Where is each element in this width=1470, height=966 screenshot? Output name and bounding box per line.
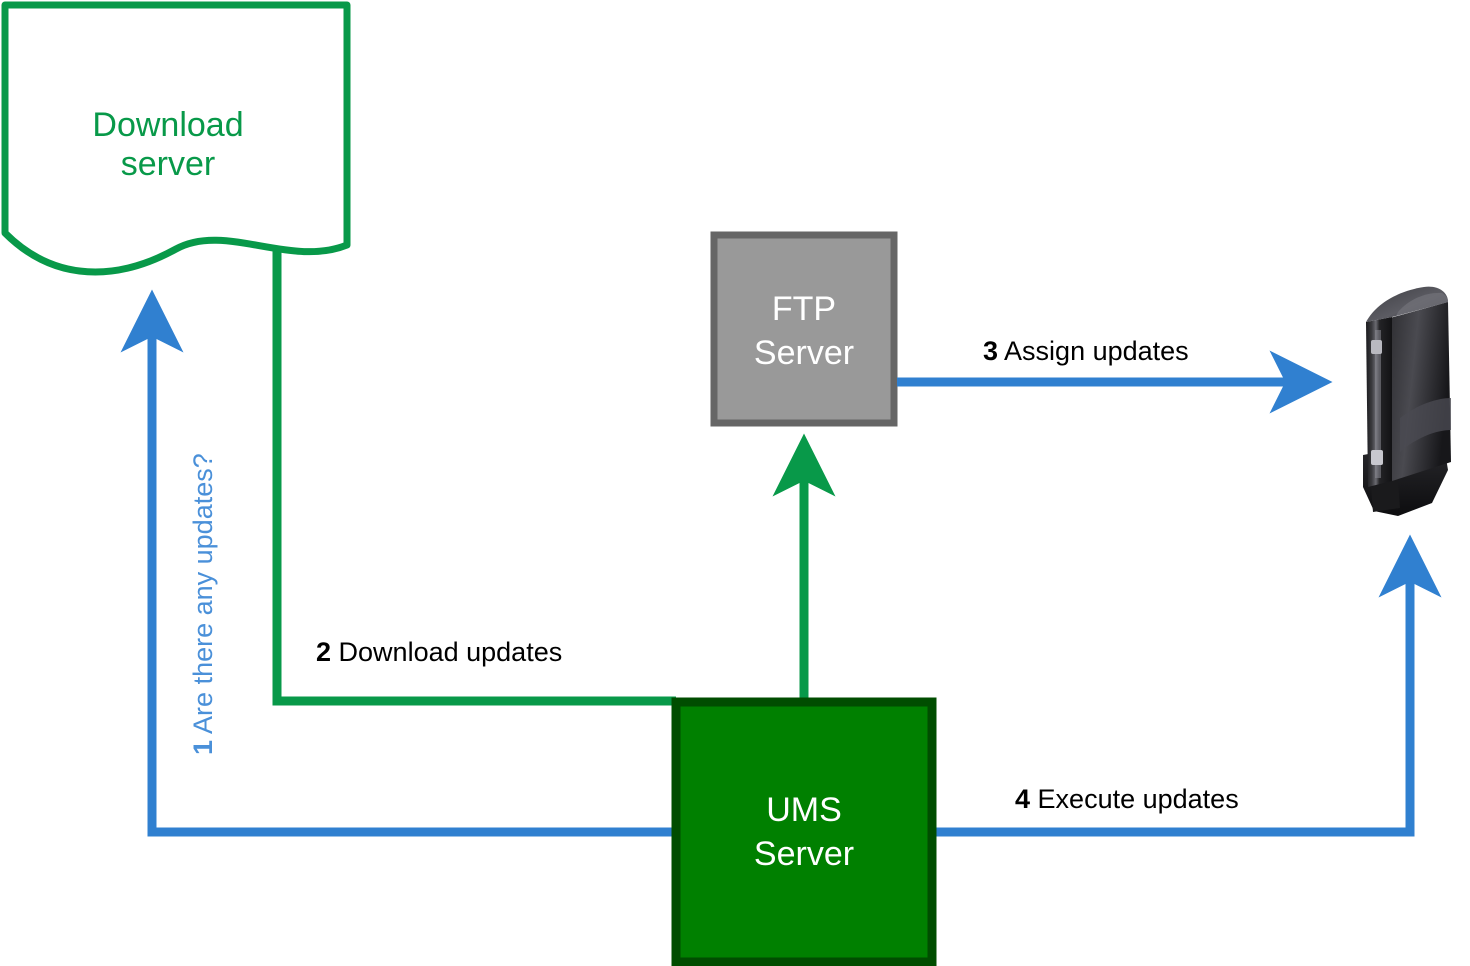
- edge-4-line: [935, 534, 1442, 837]
- node-download-server[interactable]: Download server: [1, 1, 351, 276]
- ums-server-box: [671, 697, 937, 966]
- edge-1-line: [120, 289, 672, 837]
- edge-2-label: 2 Download updates: [316, 637, 562, 667]
- download-server-shape: [1, 1, 351, 276]
- edge-3-number: 3: [983, 336, 998, 366]
- thin-client-icon: [1363, 286, 1451, 516]
- edge-1-text: Are there any updates?: [188, 453, 218, 734]
- ftp-server-label-line2: Server: [754, 334, 854, 372]
- download-server-label-line1: Download: [92, 106, 243, 144]
- download-server-label-line2: server: [121, 145, 215, 183]
- edge-2-number: 2: [316, 637, 331, 667]
- edge-2-download-updates: 2 Download updates: [272, 250, 676, 706]
- ums-server-label-line2: Server: [754, 835, 854, 873]
- edge-1-label: 1 Are there any updates?: [188, 453, 218, 755]
- edge-2-text: Download updates: [339, 637, 563, 667]
- ftp-server-label-line1: FTP: [772, 290, 836, 328]
- node-ums-server[interactable]: UMS Server: [671, 697, 937, 966]
- edge-3-text: Assign updates: [1004, 336, 1189, 366]
- edge-4-text: Execute updates: [1038, 784, 1239, 814]
- node-thin-client[interactable]: [1363, 286, 1451, 516]
- edge-2-line: [272, 250, 676, 706]
- edge-4-label: 4 Execute updates: [1015, 784, 1239, 814]
- edge-4-number: 4: [1015, 784, 1030, 814]
- edge-1-are-there-any-updates: 1 Are there any updates?: [120, 289, 672, 837]
- edge-3-assign-updates: 3 Assign updates: [897, 336, 1333, 414]
- edge-3-label: 3 Assign updates: [983, 336, 1189, 366]
- edge-1-number: 1: [188, 740, 218, 755]
- edge-4-execute-updates: 4 Execute updates: [935, 534, 1442, 837]
- ftp-server-box: [710, 231, 898, 427]
- node-ftp-server[interactable]: FTP Server: [710, 231, 898, 427]
- ums-server-label-line1: UMS: [766, 791, 842, 829]
